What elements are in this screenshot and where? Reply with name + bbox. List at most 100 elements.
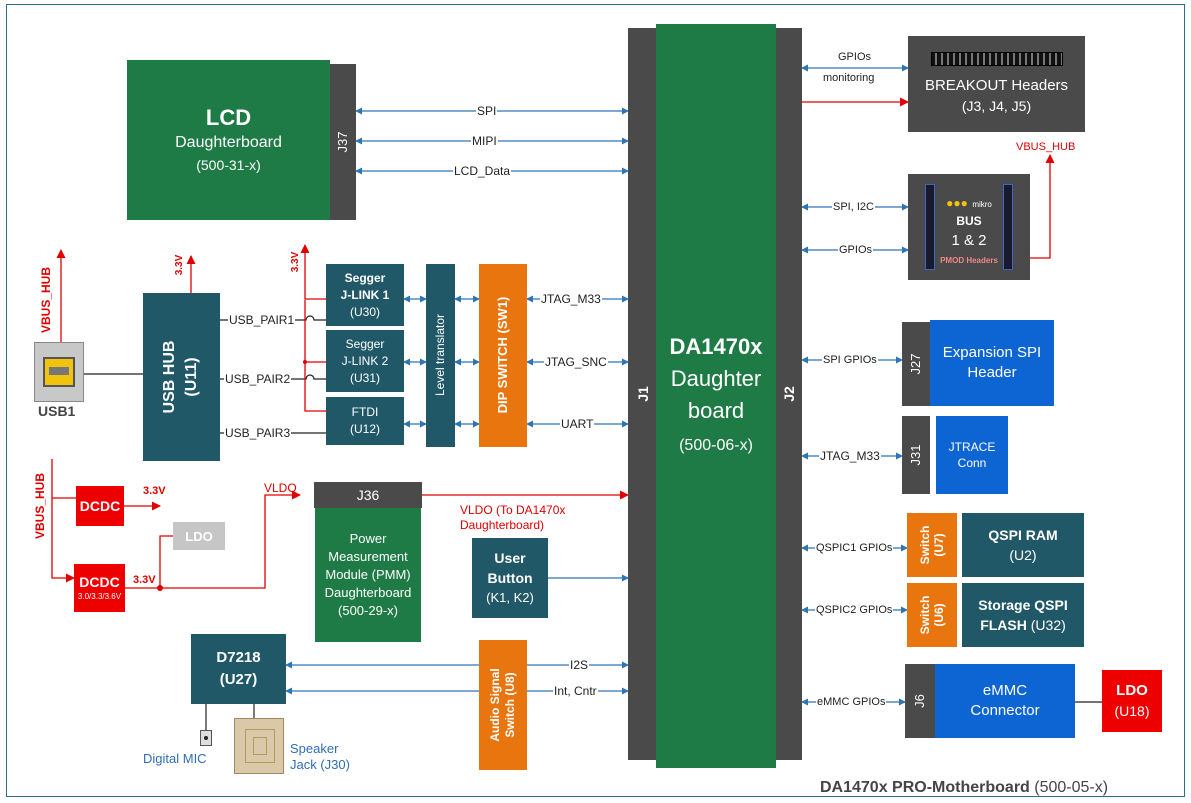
expansion-spi-header: Expansion SPI Header	[930, 320, 1054, 406]
gpios-label: GPIOs	[838, 243, 874, 257]
mikrobus-pmod-block: ●●● mikro BUS 1 & 2 PMOD Headers	[908, 174, 1030, 280]
gpios-monitoring-label-1: GPIOs	[838, 51, 872, 63]
user-button: User Button (K1, K2)	[472, 538, 548, 618]
j31-label: J31	[908, 444, 923, 466]
ftdi-u12: FTDI (U12)	[326, 397, 404, 445]
j37-connector: J37	[330, 64, 356, 220]
lcd-subtitle: Daughterboard	[175, 134, 282, 151]
breakout-headers: BREAKOUT Headers (J3, J4, J5)	[908, 36, 1085, 132]
vbus-hub-label: VBUS_HUB	[1016, 141, 1076, 153]
usb-pair3-label: USB_PAIR3	[224, 426, 292, 440]
i2s-label: I2S	[569, 658, 590, 672]
expansion-title: Expansion SPI	[942, 344, 1042, 361]
flash-text: FLASH	[980, 617, 1027, 633]
d7218-ref: (U27)	[219, 671, 258, 688]
spi-gpios-label: SPI GPIOs	[822, 353, 878, 367]
da1470x-title: DA1470x	[669, 334, 763, 359]
jlink2-ref: (U31)	[349, 370, 380, 385]
qspic1-label: QSPIC1 GPIOs	[815, 541, 894, 555]
usb1-connector-icon	[34, 342, 84, 402]
ftdi-title: FTDI	[351, 405, 379, 419]
dip-switch-label: DIP SWITCH (SW1)	[495, 296, 510, 414]
j2-connector: J2	[776, 28, 802, 760]
emmc-subtitle: Connector	[970, 702, 1040, 719]
pin-header-icon	[930, 52, 1063, 66]
dcdc2-voltage: 3.0/3.3/3.6V	[77, 592, 122, 601]
speaker-label: Speaker	[290, 741, 339, 756]
level-translator-label: Level translator	[433, 313, 447, 397]
j31-connector: J31	[902, 416, 930, 494]
digital-mic-label: Digital MIC	[143, 751, 207, 766]
uart-label: UART	[560, 417, 595, 431]
board-text: board	[687, 398, 745, 423]
dcdc-2: DCDC 3.0/3.3/3.6V	[74, 564, 125, 612]
jtrace-subtitle: Conn	[957, 456, 987, 470]
ftdi-ref: (U12)	[349, 422, 380, 436]
qspic2-label: QSPIC2 GPIOs	[815, 603, 894, 617]
jtrace-title: JTRACE	[948, 440, 996, 454]
vldo-to-label-1: VLDO (To DA1470x	[460, 503, 566, 517]
qspi-ram: QSPI RAM (U2)	[962, 513, 1084, 577]
right-header-strip	[1003, 184, 1013, 270]
ldo-u18-ref: (U18)	[1114, 703, 1150, 719]
jlink1-name: J-LINK 1	[340, 287, 390, 302]
j2-label: J2	[781, 386, 797, 402]
usb-hub: USB HUB(U11)	[143, 293, 220, 461]
j36-connector: J36	[314, 482, 422, 508]
switch-u6: Switch (U6)	[907, 583, 957, 647]
mikro-text: mikro	[972, 200, 992, 209]
lcd-part-number: (500-31-x)	[196, 157, 261, 173]
v33-hub-label: 3.3V	[174, 254, 185, 276]
speaker-jack-icon	[234, 718, 284, 774]
footer-part-number: (500-05-x)	[1029, 779, 1109, 796]
emmc-gpios-label: eMMC GPIOs	[816, 695, 887, 709]
pmm-line2: Measurement	[328, 549, 408, 564]
usb-pair2-label: USB_PAIR2	[224, 372, 292, 386]
j36-label: J36	[356, 487, 380, 503]
left-header-strip	[925, 184, 935, 270]
switch-u7-label: Switch (U7)	[918, 525, 946, 565]
j1-connector: J1	[628, 28, 658, 760]
breakout-refs: (J3, J4, J5)	[961, 98, 1032, 114]
ldo-small: LDO	[173, 522, 225, 550]
user-button-title: User	[494, 550, 526, 566]
dcdc1-label: DCDC	[79, 498, 121, 514]
footer-board-name: DA1470x PRO-Motherboard	[820, 779, 1030, 796]
digital-mic-icon	[200, 730, 212, 746]
lcd-daughterboard: LCD Daughterboard (500-31-x)	[127, 60, 330, 220]
jtag-m33-right-label: JTAG_M33	[819, 449, 881, 463]
ldo-u18-title: LDO	[1116, 682, 1148, 699]
switch-u6-label: Switch (U6)	[918, 595, 946, 635]
board-frame	[6, 4, 1185, 797]
jlink2-title: Segger	[345, 336, 385, 351]
spi-i2c-label: SPI, I2C	[832, 200, 875, 214]
gpios-monitoring-label-2: monitoring	[823, 72, 875, 84]
v33-jlink-label: 3.3V	[290, 251, 301, 273]
level-translator: Level translator	[426, 264, 455, 447]
emmc-title: eMMC	[982, 682, 1028, 699]
ldo-u18: LDO (U18)	[1102, 670, 1162, 732]
user-button-title2: Button	[487, 570, 533, 586]
pmm-line1: Power	[349, 531, 387, 546]
usb-pair1-label: USB_PAIR1	[228, 313, 296, 327]
dip-switch-sw1: DIP SWITCH (SW1)	[479, 264, 527, 447]
d7218-title: D7218	[216, 649, 261, 666]
da1470x-daughterboard: DA1470x Daughter board (500-06-x)	[656, 24, 776, 768]
breakout-title: BREAKOUT Headers	[924, 77, 1069, 94]
j37-label: J37	[335, 131, 350, 153]
d7218-codec: D7218 (U27)	[191, 634, 286, 704]
qspi-ram-title: QSPI RAM	[988, 527, 1058, 543]
usb1-label: USB1	[38, 403, 76, 419]
j27-label: J27	[908, 353, 923, 375]
bus-text: BUS	[956, 214, 982, 228]
pmm-line5: (500-29-x)	[338, 603, 398, 618]
lcd-title: LCD	[205, 105, 252, 130]
j27-connector: J27	[902, 322, 930, 406]
j1-label: J1	[635, 386, 651, 402]
dcdc-1: DCDC	[76, 486, 124, 526]
pmod-headers-label: PMOD Headers	[940, 256, 998, 265]
segger-jlink-1: Segger J-LINK 1 (U30)	[326, 264, 404, 326]
jtrace-connector: JTRACE Conn	[936, 416, 1008, 494]
jtag-m33-label: JTAG_M33	[540, 292, 602, 306]
